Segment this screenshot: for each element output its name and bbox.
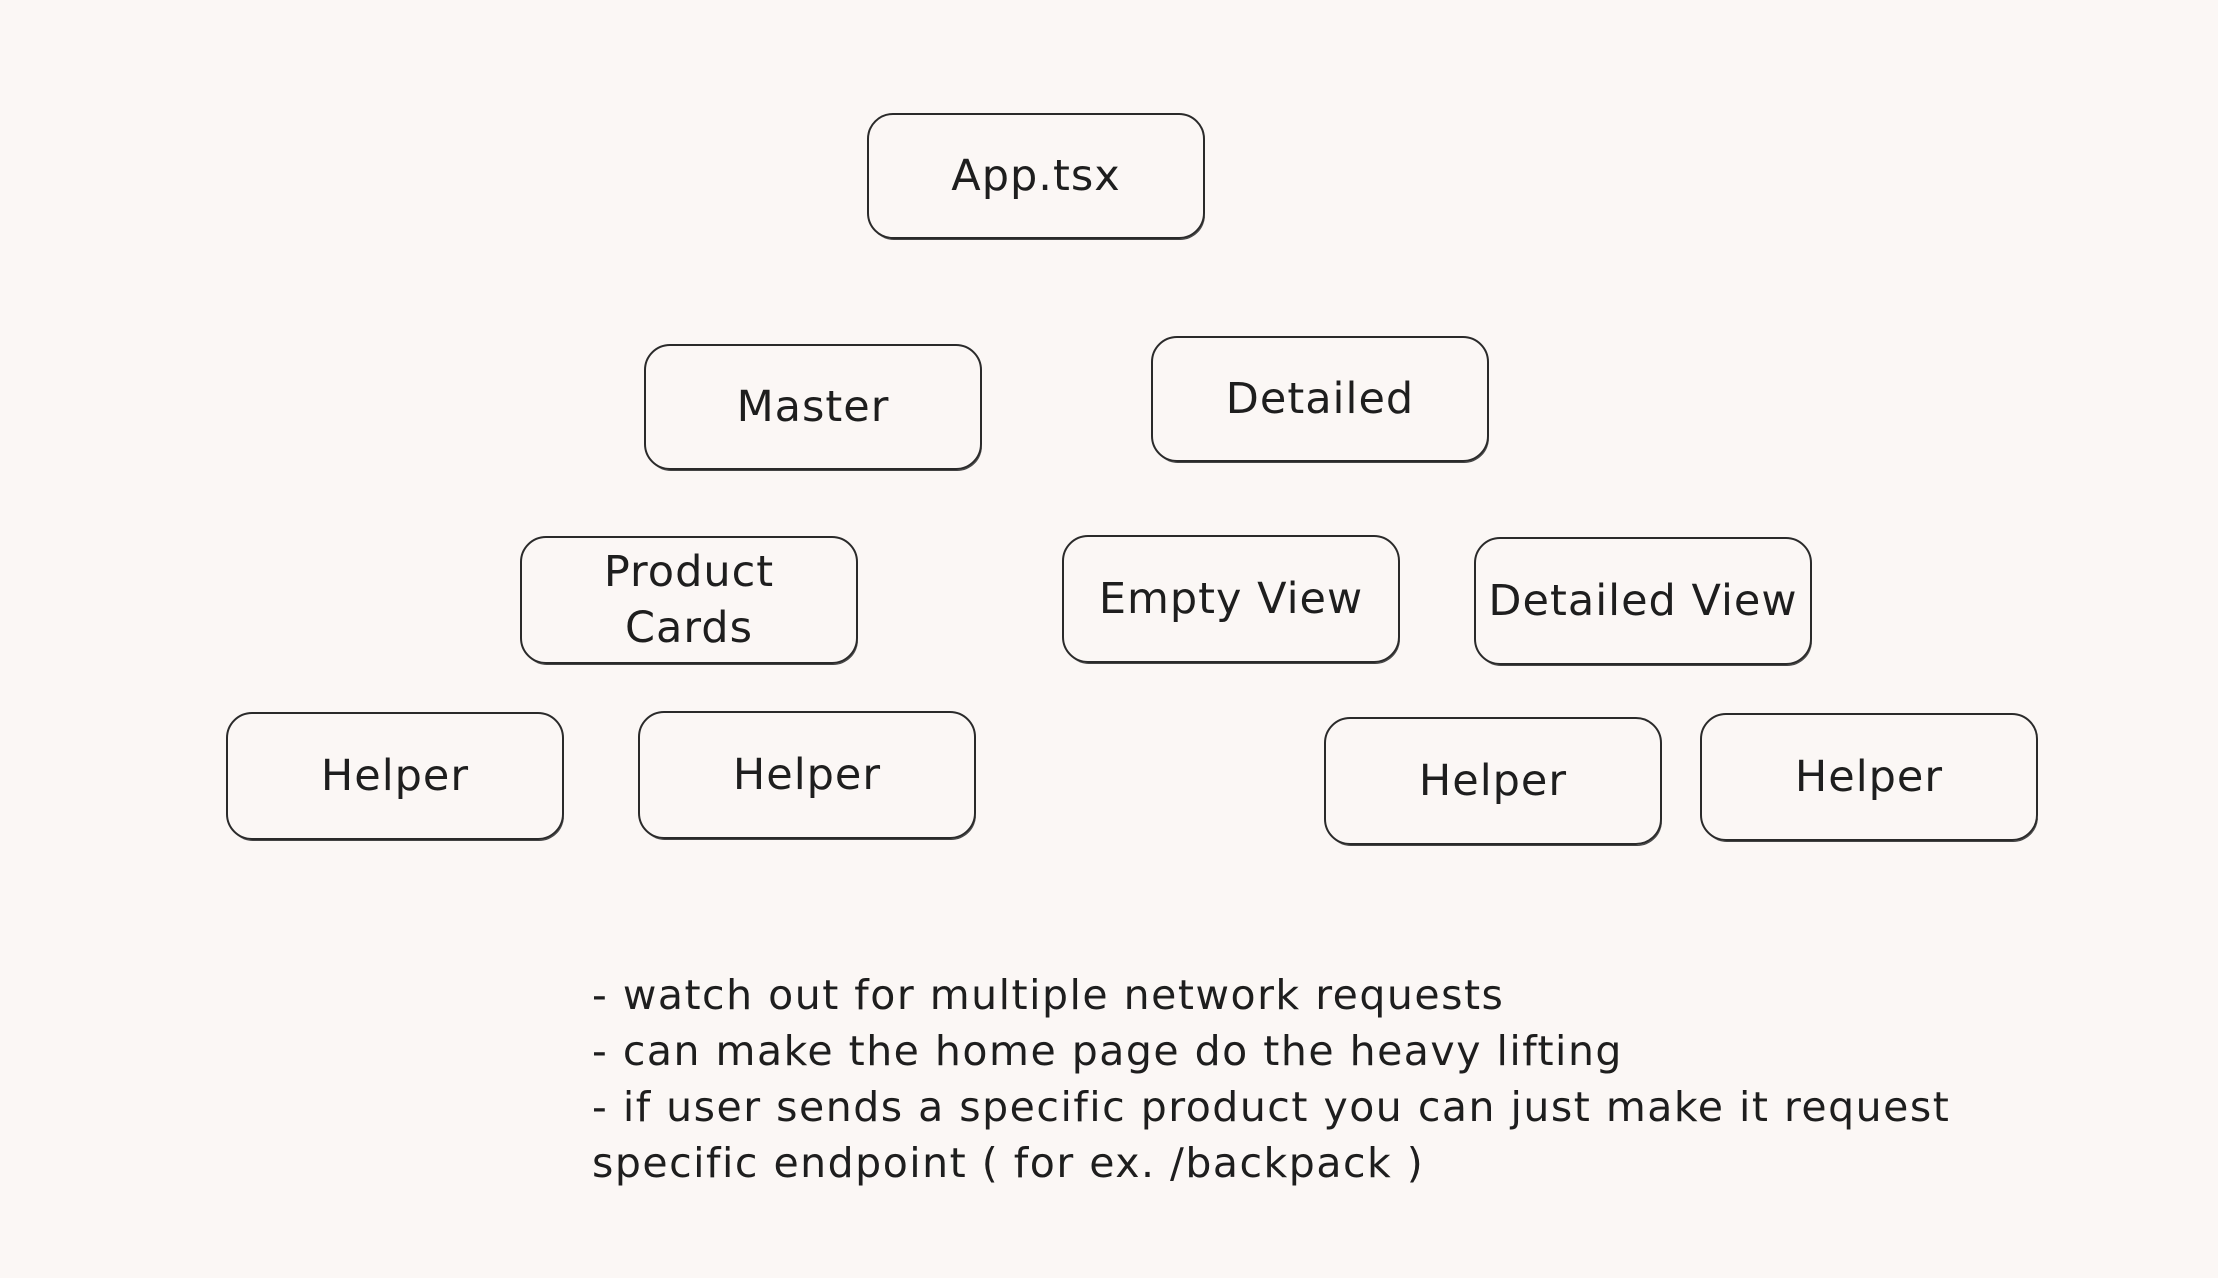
notes-text-block[interactable]: - watch out for multiple network request… bbox=[592, 967, 2072, 1191]
note-line-4: specific endpoint ( for ex. /backpack ) bbox=[592, 1139, 1425, 1187]
node-detailed[interactable]: Detailed bbox=[1151, 336, 1489, 462]
node-master-label: Master bbox=[736, 382, 890, 432]
node-app-tsx-label: App.tsx bbox=[951, 151, 1121, 201]
node-detailed-label: Detailed bbox=[1225, 374, 1415, 424]
node-helper-4-label: Helper bbox=[1794, 752, 1944, 802]
node-helper-1-label: Helper bbox=[320, 751, 470, 801]
node-helper-3-label: Helper bbox=[1418, 756, 1568, 806]
node-helper-4[interactable]: Helper bbox=[1700, 713, 2038, 841]
node-helper-2[interactable]: Helper bbox=[638, 711, 976, 839]
node-helper-3[interactable]: Helper bbox=[1324, 717, 1662, 845]
node-helper-2-label: Helper bbox=[732, 750, 882, 800]
node-empty-view[interactable]: Empty View bbox=[1062, 535, 1400, 663]
node-master[interactable]: Master bbox=[644, 344, 982, 470]
note-line-3: - if user sends a specific product you c… bbox=[592, 1083, 1951, 1131]
node-helper-1[interactable]: Helper bbox=[226, 712, 564, 840]
node-detailed-view[interactable]: Detailed View bbox=[1474, 537, 1812, 665]
node-product-cards[interactable]: Product Cards bbox=[520, 536, 858, 664]
note-line-1: - watch out for multiple network request… bbox=[592, 971, 1505, 1019]
note-line-2: - can make the home page do the heavy li… bbox=[592, 1027, 1623, 1075]
node-product-cards-label: Product Cards bbox=[603, 547, 775, 653]
node-detailed-view-label: Detailed View bbox=[1488, 576, 1798, 626]
node-app-tsx[interactable]: App.tsx bbox=[867, 113, 1205, 239]
node-empty-view-label: Empty View bbox=[1098, 574, 1364, 624]
